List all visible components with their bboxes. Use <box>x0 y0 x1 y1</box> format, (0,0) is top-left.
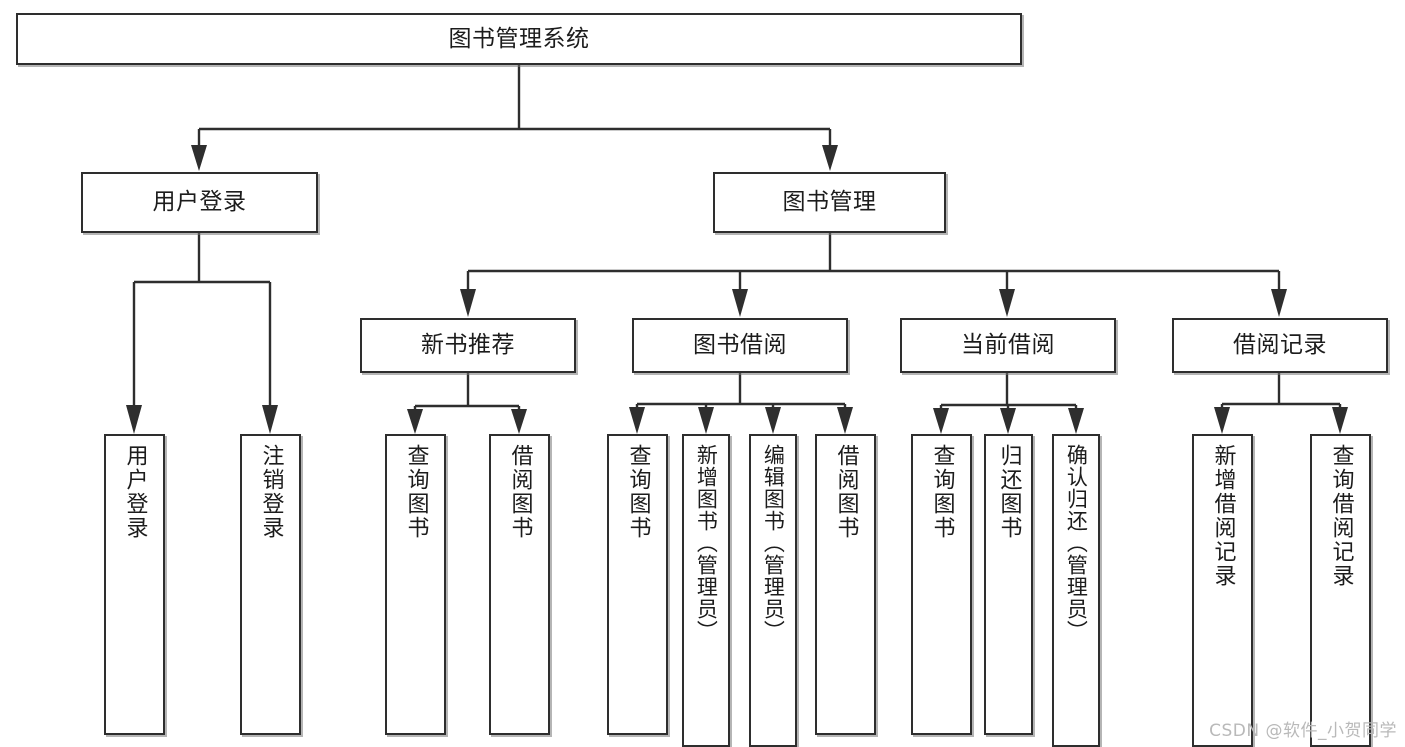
node-label-leaf-query-book-3: 查询图书 <box>929 444 955 540</box>
arrow-bookborrow-to-leaf-2 <box>698 407 714 434</box>
node-book-borrow[interactable]: 图书借阅 <box>632 318 848 373</box>
node-leaf-edit-book[interactable]: 编辑图书（管理员） <box>749 434 797 747</box>
arrow-bookborrow-to-leaf-4 <box>837 407 853 434</box>
node-leaf-query-book-2[interactable]: 查询图书 <box>607 434 668 735</box>
node-label-leaf-query-record: 查询借阅记录 <box>1328 444 1354 588</box>
node-label-root: 图书管理系统 <box>448 25 590 52</box>
arrow-bookborrow-to-leaf-1 <box>629 407 645 434</box>
node-leaf-return-book[interactable]: 归还图书 <box>984 434 1033 735</box>
node-root-book-management-system[interactable]: 图书管理系统 <box>16 13 1022 65</box>
node-borrow-record[interactable]: 借阅记录 <box>1172 318 1388 373</box>
arrow-userlogin-to-leaf-1 <box>126 405 142 434</box>
arrow-currentborrow-to-leaf-2 <box>1000 408 1016 434</box>
node-leaf-query-book-1[interactable]: 查询图书 <box>385 434 446 735</box>
node-label-leaf-edit-book: 编辑图书（管理员） <box>761 444 786 642</box>
node-label-borrow-record: 借阅记录 <box>1233 332 1327 358</box>
node-label-book-borrow: 图书借阅 <box>693 332 787 358</box>
arrow-root-to-book-manage <box>822 145 838 171</box>
node-label-leaf-user-login: 用户登录 <box>122 444 148 540</box>
arrow-currentborrow-to-leaf-3 <box>1068 408 1084 434</box>
arrow-borrowrecord-to-leaf-2 <box>1332 407 1348 434</box>
node-label-new-book-recommend: 新书推荐 <box>421 332 515 358</box>
node-new-book-recommend[interactable]: 新书推荐 <box>360 318 576 373</box>
node-leaf-confirm-return[interactable]: 确认归还（管理员） <box>1052 434 1100 747</box>
arrow-bookmanage-to-l3-4 <box>1271 289 1287 317</box>
node-leaf-user-logout[interactable]: 注销登录 <box>240 434 301 735</box>
arrow-bookmanage-to-l3-1 <box>460 289 476 317</box>
arrow-borrowrecord-to-leaf-1 <box>1214 407 1230 434</box>
node-leaf-add-record[interactable]: 新增借阅记录 <box>1192 434 1253 747</box>
node-leaf-borrow-book-1[interactable]: 借阅图书 <box>489 434 550 735</box>
node-label-leaf-borrow-book-2: 借阅图书 <box>833 444 859 540</box>
node-label-leaf-confirm-return: 确认归还（管理员） <box>1064 444 1089 642</box>
node-label-leaf-borrow-book-1: 借阅图书 <box>507 444 533 540</box>
node-leaf-user-login[interactable]: 用户登录 <box>104 434 165 735</box>
arrow-bookborrow-to-leaf-3 <box>765 407 781 434</box>
node-label-user-login: 用户登录 <box>152 189 247 215</box>
arrow-newbook-to-leaf-2 <box>511 409 527 434</box>
arrow-bookmanage-to-l3-2 <box>732 289 748 317</box>
node-label-leaf-add-book: 新增图书（管理员） <box>694 444 719 642</box>
node-leaf-query-book-3[interactable]: 查询图书 <box>911 434 972 735</box>
node-label-leaf-return-book: 归还图书 <box>996 444 1022 540</box>
node-label-book-manage: 图书管理 <box>782 189 877 215</box>
node-label-leaf-query-book-1: 查询图书 <box>403 444 429 540</box>
arrow-userlogin-to-leaf-2 <box>262 405 278 434</box>
node-leaf-borrow-book-2[interactable]: 借阅图书 <box>815 434 876 735</box>
arrow-newbook-to-leaf-1 <box>407 409 423 434</box>
node-label-leaf-user-logout: 注销登录 <box>258 444 284 540</box>
arrow-root-to-user-login <box>191 145 207 171</box>
arrow-currentborrow-to-leaf-1 <box>933 408 949 434</box>
node-label-current-borrow: 当前借阅 <box>961 332 1055 358</box>
node-label-leaf-add-record: 新增借阅记录 <box>1210 444 1236 588</box>
node-current-borrow[interactable]: 当前借阅 <box>900 318 1116 373</box>
node-book-manage[interactable]: 图书管理 <box>713 172 946 233</box>
node-user-login[interactable]: 用户登录 <box>81 172 318 233</box>
node-leaf-query-record[interactable]: 查询借阅记录 <box>1310 434 1371 747</box>
node-label-leaf-query-book-2: 查询图书 <box>625 444 651 540</box>
node-leaf-add-book[interactable]: 新增图书（管理员） <box>682 434 730 747</box>
arrow-bookmanage-to-l3-3 <box>999 289 1015 317</box>
